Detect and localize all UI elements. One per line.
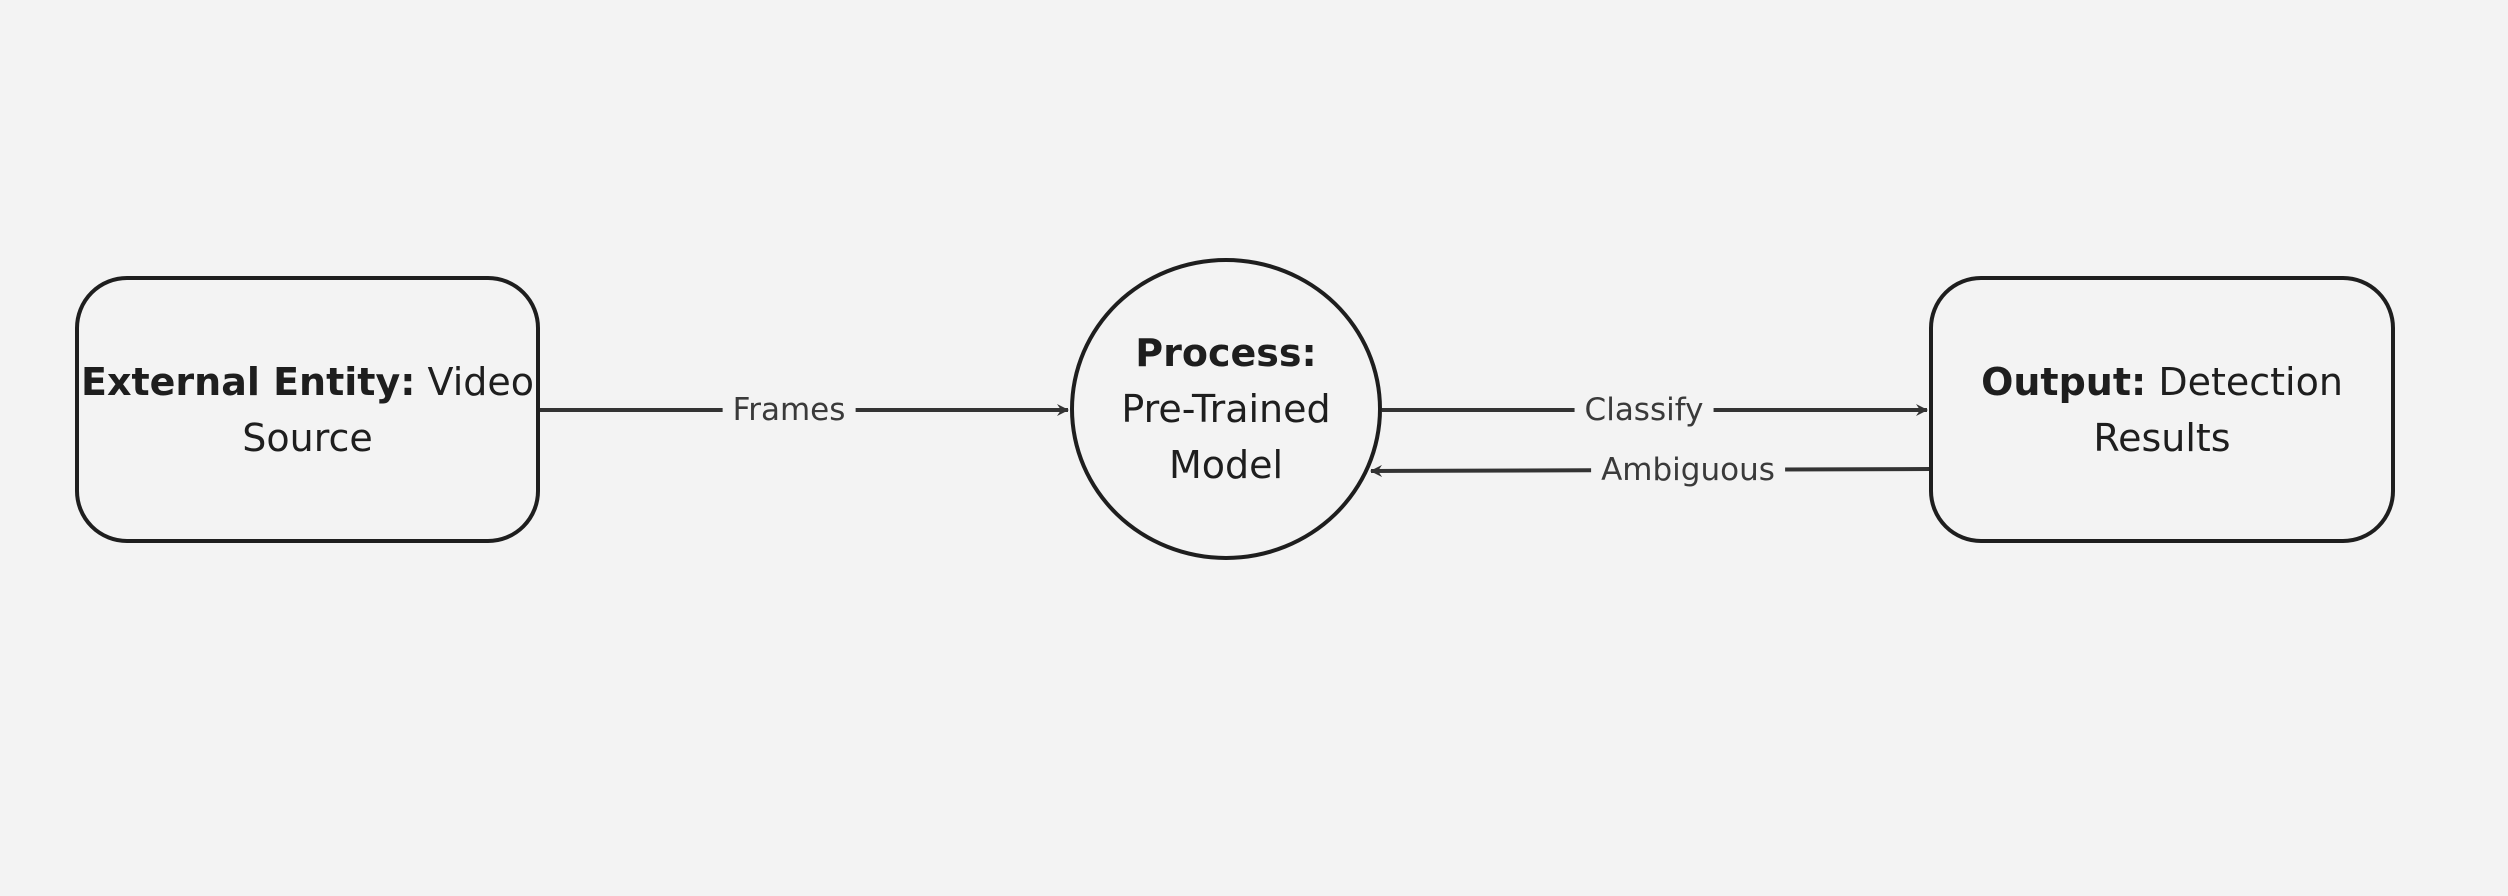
edge-ambiguous-label: Ambiguous [1591, 451, 1785, 489]
node-video-source-name: Video Source [242, 359, 534, 460]
node-detection-results-kind: Output: [1981, 359, 2147, 404]
node-detection-results-name: Detection Results [2093, 359, 2343, 460]
node-model[interactable]: Process: Pre-Trained Model [1070, 258, 1382, 560]
node-model-label: Process: Pre-Trained Model [1106, 325, 1346, 493]
node-model-kind: Process: [1135, 331, 1317, 375]
node-video-source-label: External Entity: Video Source [79, 354, 536, 466]
node-video-source-kind: External Entity: [81, 359, 416, 404]
node-detection-results[interactable]: Output: Detection Results [1929, 276, 2395, 543]
node-video-source[interactable]: External Entity: Video Source [75, 276, 540, 543]
edge-classify-label: Classify [1574, 391, 1714, 429]
node-detection-results-label: Output: Detection Results [1962, 354, 2362, 466]
edge-frames-label: Frames [722, 391, 856, 429]
node-model-name: Pre-Trained Model [1121, 387, 1331, 487]
